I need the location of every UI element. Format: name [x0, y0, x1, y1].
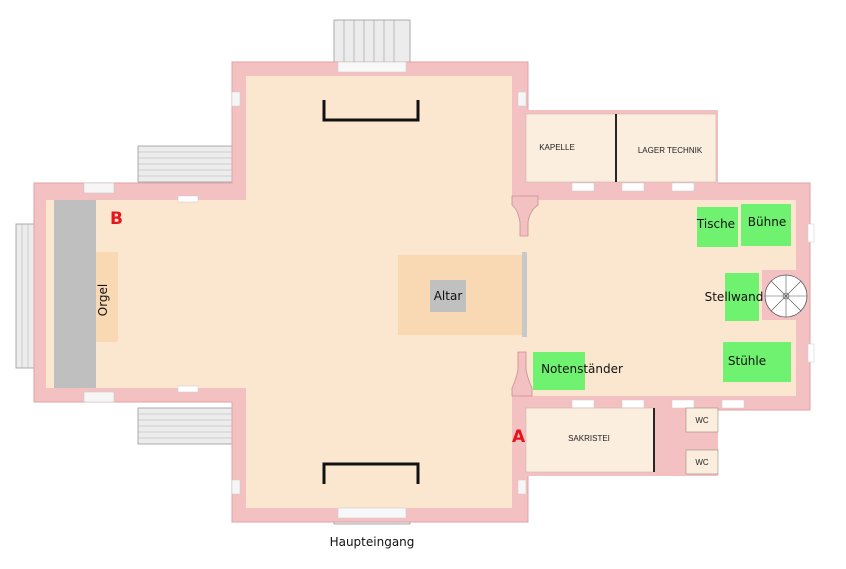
buehne-label: Bühne — [748, 215, 786, 229]
southwest-stairs — [137, 407, 235, 445]
marker-b: B — [110, 209, 123, 229]
furniture-stellwand: Stellwand — [705, 273, 764, 321]
furniture-buehne: Bühne — [741, 204, 791, 246]
altar — [430, 280, 466, 312]
wc-lower-room: WC — [685, 449, 719, 475]
stellwand-label: Stellwand — [705, 290, 764, 304]
sakristei-label: SAKRISTEI — [568, 434, 610, 443]
west-stairs — [15, 223, 35, 369]
furniture-notenstaender: Notenständer — [533, 352, 623, 390]
kapelle-room: KAPELLE — [525, 113, 617, 183]
lager-technik-room: LAGER TECHNIK — [615, 113, 717, 183]
wc-lower-label: WC — [695, 458, 709, 467]
north-stairs — [333, 19, 411, 69]
sakristei-room: SAKRISTEI — [525, 407, 655, 473]
kapelle-label: KAPELLE — [539, 143, 575, 152]
altar-label: Altar — [434, 289, 463, 303]
wall-piers — [83, 61, 815, 519]
lager-technik-label: LAGER TECHNIK — [638, 146, 703, 155]
organ-loft — [54, 200, 96, 388]
haupteingang-label: Haupteingang — [330, 535, 415, 549]
chancel-rail — [522, 252, 527, 337]
furniture-tische: Tische — [696, 207, 738, 247]
organ-label: Orgel — [96, 284, 110, 317]
furniture-stuehle: Stühle — [723, 342, 791, 382]
south-gallery — [322, 462, 420, 504]
notenstaender-label: Notenständer — [541, 362, 623, 376]
chancel-column-south — [511, 351, 533, 397]
spiral-staircase — [762, 270, 808, 320]
stuehle-label: Stühle — [728, 354, 766, 368]
chancel-column-north — [511, 195, 539, 237]
marker-a: A — [512, 427, 526, 447]
organ-area — [96, 252, 118, 342]
wc-upper-label: WC — [695, 416, 709, 425]
wc-upper-room: WC — [685, 407, 719, 433]
northwest-stairs — [137, 145, 235, 183]
tische-label: Tische — [696, 217, 735, 231]
north-gallery — [322, 82, 420, 122]
